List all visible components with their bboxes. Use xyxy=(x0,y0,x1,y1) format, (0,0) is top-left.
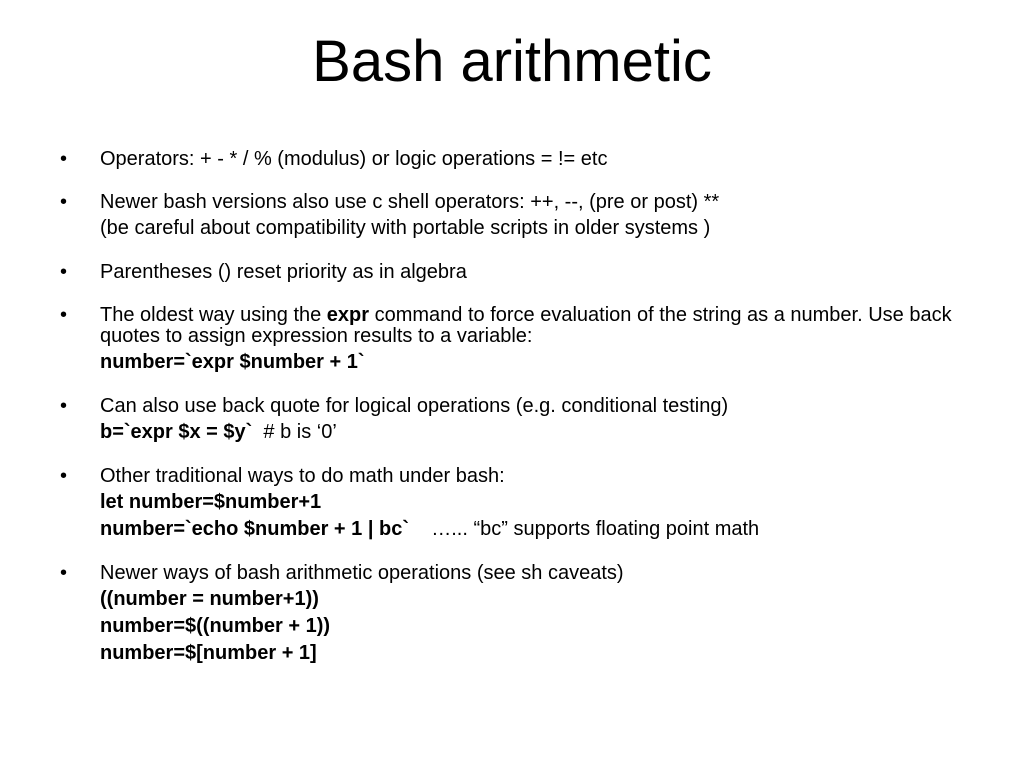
code-example-double-paren: ((number = number+1)) xyxy=(100,588,319,610)
bullet-subtext: (be careful about compatibility with por… xyxy=(100,217,711,239)
code-comment: …... “bc” supports floating point math xyxy=(409,518,760,540)
bullet-text: Other traditional ways to do math under … xyxy=(100,465,505,487)
bullet-marker: • xyxy=(60,148,68,170)
bullet-text: Newer bash versions also use c shell ope… xyxy=(100,191,720,213)
bullet-traditional: • Other traditional ways to do math unde… xyxy=(60,463,1000,543)
bullet-parentheses: • Parentheses () reset priority as in al… xyxy=(60,259,1000,285)
code-example: b=`expr $x = $y` xyxy=(100,421,253,443)
bullet-list: • Operators: + - * / % (modulus) or logi… xyxy=(60,146,1000,667)
code-line: number=`echo $number + 1 | bc` …... “bc”… xyxy=(100,516,1000,543)
bullet-marker: • xyxy=(60,191,68,213)
bullet-marker: • xyxy=(60,395,68,417)
code-example-dollar-paren: number=$((number + 1)) xyxy=(100,615,331,637)
bullet-expr: • The oldest way using the expr command … xyxy=(60,302,1000,376)
code-example-bc: number=`echo $number + 1 | bc` xyxy=(100,518,410,540)
bullet-operators: • Operators: + - * / % (modulus) or logi… xyxy=(60,146,1000,172)
code-comment: # b is ‘0’ xyxy=(252,421,337,443)
bullet-logical: • Can also use back quote for logical op… xyxy=(60,393,1000,446)
bullet-c-shell-operators: • Newer bash versions also use c shell o… xyxy=(60,189,1000,242)
bullet-text: Can also use back quote for logical oper… xyxy=(100,395,729,417)
bullet-text: Parentheses () reset priority as in alge… xyxy=(100,261,467,283)
slide-title: Bash arithmetic xyxy=(312,29,712,94)
expr-keyword: expr xyxy=(326,304,370,326)
bullet-text-after: command to force evaluation of the strin… xyxy=(100,304,952,347)
bullet-text: Operators: + - * / % (modulus) or logic … xyxy=(100,148,608,170)
bullet-marker: • xyxy=(60,261,68,283)
code-example: number=`expr $number + 1` xyxy=(100,351,365,373)
bullet-marker: • xyxy=(60,304,68,326)
code-line: b=`expr $x = $y` # b is ‘0’ xyxy=(100,419,1000,446)
bullet-text-before: The oldest way using the xyxy=(100,304,327,326)
bullet-newer-ways: • Newer ways of bash arithmetic operatio… xyxy=(60,560,1000,667)
bullet-text: Newer ways of bash arithmetic operations… xyxy=(100,562,624,584)
bullet-text: The oldest way using the expr command to… xyxy=(100,302,1000,349)
code-example-let: let number=$number+1 xyxy=(100,491,322,513)
bullet-marker: • xyxy=(60,465,68,487)
bullet-marker: • xyxy=(60,562,68,584)
code-example-dollar-bracket: number=$[number + 1] xyxy=(100,642,317,664)
